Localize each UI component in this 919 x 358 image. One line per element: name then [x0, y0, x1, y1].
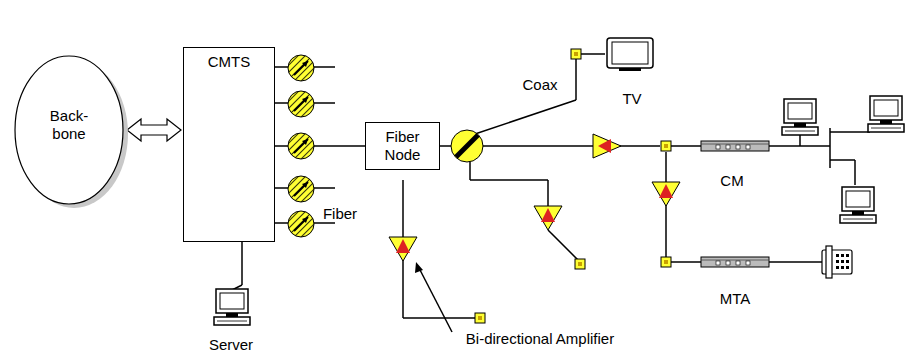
- part-label: CM: [720, 172, 743, 190]
- node-label: Fiber Node: [378, 128, 428, 164]
- backbone-cloud: Back- bone: [14, 55, 124, 205]
- part-label: Bi-directional Amplifier: [466, 330, 614, 348]
- fiber-node-box: Fiber Node: [365, 122, 440, 170]
- part-label: Server: [209, 336, 253, 354]
- part-label: Fiber: [323, 205, 357, 223]
- part-label: MTA: [720, 290, 751, 308]
- node-label: CMTS: [188, 53, 270, 71]
- part-label: Coax: [522, 76, 557, 94]
- cmts-box: CMTS: [183, 47, 275, 242]
- hollow-arrow: [127, 119, 181, 141]
- part-label: TV: [622, 90, 641, 108]
- node-label: Back- bone: [43, 107, 95, 143]
